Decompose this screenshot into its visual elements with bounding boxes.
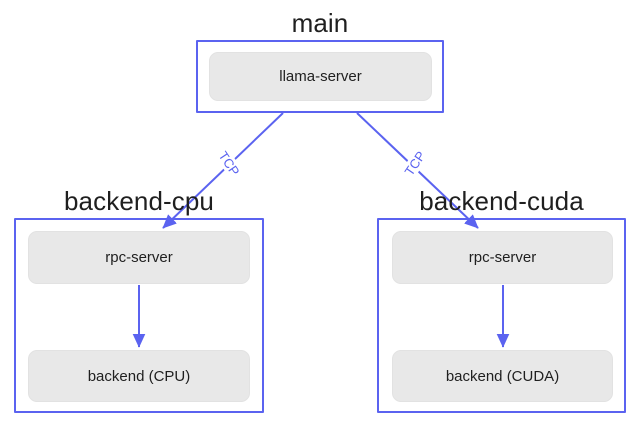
node-backend-cuda[interactable]: backend (CUDA) (392, 350, 613, 402)
node-rpc-server-cuda[interactable]: rpc-server (392, 231, 613, 284)
cluster-title-backend-cuda: backend-cuda (419, 186, 584, 216)
cluster-backend-cpu (14, 218, 264, 413)
node-backend-cpu[interactable]: backend (CPU) (28, 350, 250, 402)
cluster-backend-cuda (377, 218, 626, 413)
cluster-main (196, 40, 444, 113)
node-llama-server[interactable]: llama-server (209, 52, 432, 101)
node-rpc-server-cpu[interactable]: rpc-server (28, 231, 250, 284)
cluster-title-main: main (291, 8, 349, 38)
cluster-title-backend-cpu: backend-cpu (64, 186, 214, 216)
edge-llama-to-rpc-cpu (162, 112, 284, 229)
